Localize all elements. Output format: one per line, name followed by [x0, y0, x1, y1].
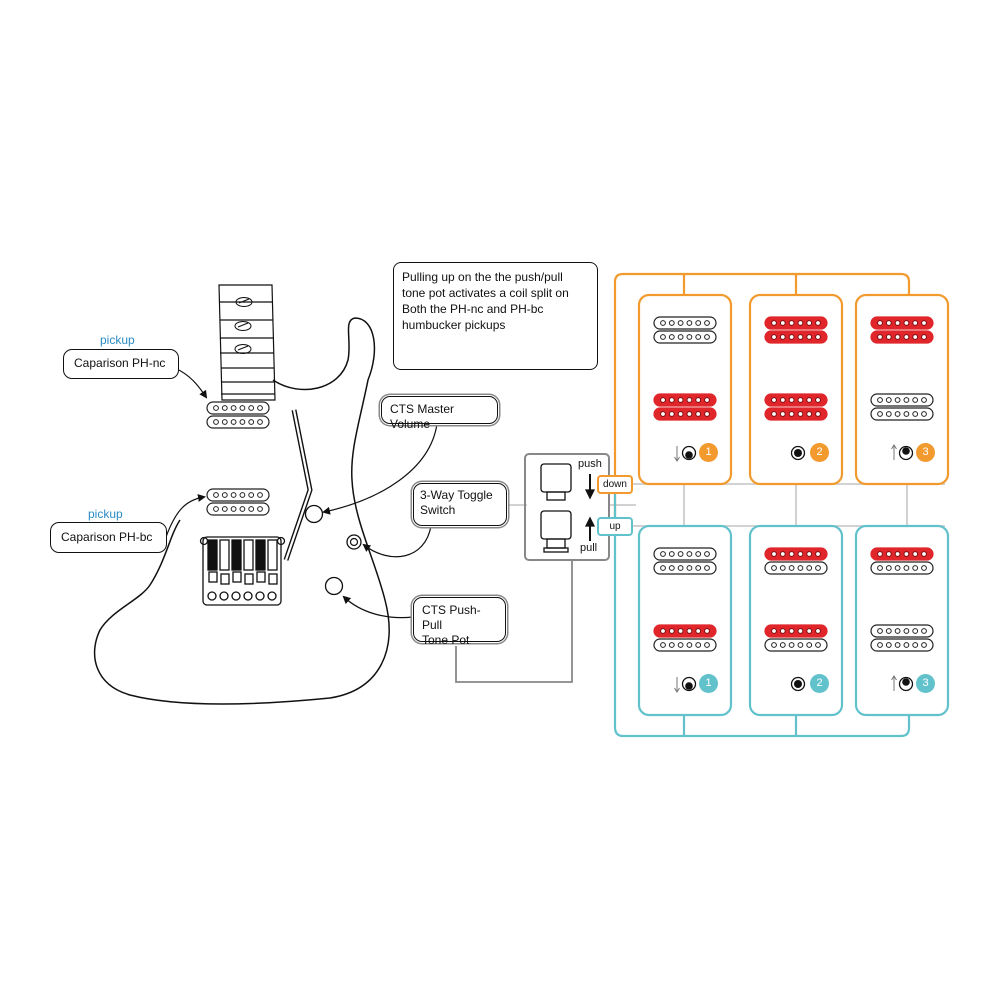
- bridge-pickup: [206, 488, 270, 516]
- tone-pot-label: CTS Push-Pull Tone Pot: [413, 597, 506, 647]
- position-panels: [637, 293, 950, 717]
- panel-grid-lines: [620, 483, 945, 527]
- down-tag: down: [597, 475, 633, 494]
- toggle-position-icon: [790, 676, 806, 692]
- toggle-label-line1: 3-Way Toggle: [420, 488, 493, 502]
- volume-knob: [304, 504, 324, 524]
- guitar-pickups: [206, 401, 270, 516]
- guitar-body-outline: [93, 317, 390, 705]
- toggle-position-icon: [891, 675, 914, 692]
- bridge-humbucker: [653, 624, 717, 652]
- position-number-badge: 1: [699, 674, 718, 693]
- position-panel-up-2: [748, 524, 844, 717]
- neck-humbucker: [870, 547, 934, 575]
- annotation-arrows: [165, 367, 438, 619]
- toggle-switch-knob: [346, 534, 362, 550]
- pickup-label-bridge-text: Caparison PH-bc: [61, 530, 153, 544]
- bridge-humbucker: [764, 624, 828, 652]
- toggle-label-line2: Switch: [420, 503, 456, 517]
- position-number-badge: 2: [810, 674, 829, 693]
- push-pull-switch: [524, 453, 610, 561]
- pickup-label-bridge: Caparison PH-bc: [50, 522, 167, 553]
- neck-humbucker: [870, 316, 934, 344]
- neck-pickup: [206, 401, 270, 429]
- up-frame-lines: [613, 484, 911, 738]
- up-tag: up: [597, 517, 633, 536]
- position-number-badge: 1: [699, 443, 718, 462]
- bridge: [199, 536, 286, 606]
- toggle-position-icon: [674, 676, 697, 693]
- neck-humbucker: [653, 547, 717, 575]
- coil-split-note: Pulling up on the the push/pull tone pot…: [393, 262, 598, 370]
- position-panel-down-3: [854, 293, 950, 486]
- pickup-label-neck: Caparison PH-nc: [63, 349, 179, 379]
- position-panel-up-3: [854, 524, 950, 717]
- pickup-tag-neck: pickup: [100, 333, 135, 347]
- tone-knob: [324, 576, 344, 596]
- toggle-position-icon: [790, 445, 806, 461]
- volume-label-text: CTS Master Volume: [390, 402, 455, 431]
- pickup-label-neck-text: Caparison PH-nc: [74, 356, 166, 370]
- position-number-badge: 2: [810, 443, 829, 462]
- toggle-position-icon: [891, 444, 914, 461]
- bridge-humbucker: [764, 393, 828, 421]
- neck-humbucker: [653, 316, 717, 344]
- volume-label: CTS Master Volume: [381, 396, 498, 431]
- position-panel-down-1: [637, 293, 733, 486]
- tone-label-line2: Tone Pot: [422, 633, 470, 647]
- neck-humbucker: [764, 316, 828, 344]
- bridge-humbucker: [653, 393, 717, 421]
- push-label: push: [578, 458, 602, 470]
- position-number-badge: 3: [916, 443, 935, 462]
- neck-humbucker: [764, 547, 828, 575]
- pull-label: pull: [580, 542, 598, 554]
- bridge-humbucker: [870, 393, 934, 421]
- position-number-badge: 3: [916, 674, 935, 693]
- position-panel-up-1: [637, 524, 733, 717]
- pickup-tag-bridge: pickup: [88, 507, 123, 521]
- fret-inlays: [234, 297, 253, 354]
- position-panel-down-2: [748, 293, 844, 486]
- bridge-humbucker: [870, 624, 934, 652]
- down-frame-lines: [613, 272, 911, 525]
- toggle-switch-label: 3-Way Toggle Switch: [413, 483, 507, 526]
- tone-label-line1: CTS Push-Pull: [422, 603, 481, 632]
- fretboard: [218, 284, 276, 401]
- toggle-position-icon: [674, 445, 697, 462]
